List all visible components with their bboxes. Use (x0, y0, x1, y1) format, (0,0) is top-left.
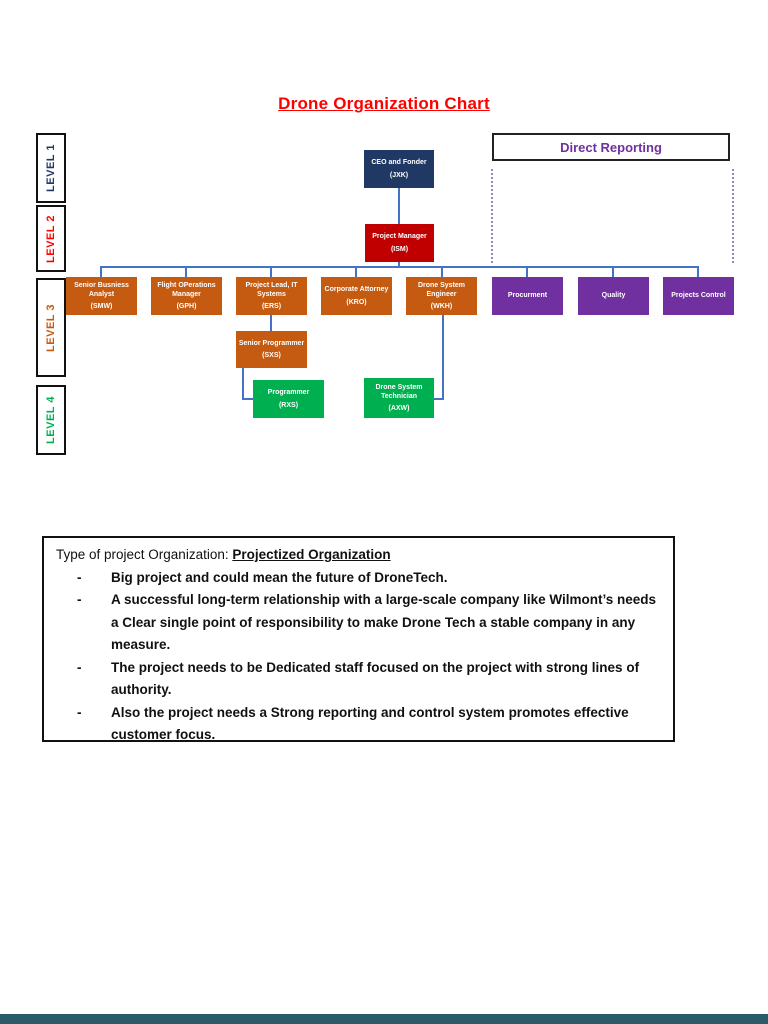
node-procurement: Procurment (492, 277, 563, 315)
node-drone-system-engineer: Drone System Engineer (WKH) (406, 277, 477, 315)
node-code: (SMW) (90, 303, 113, 311)
bullet-text: The project needs to be Dedicated staff … (111, 659, 640, 698)
connector-wkh-elbow-v (442, 315, 444, 400)
level-4-label: LEVEL 4 (36, 385, 66, 455)
dotted-reporting-line-right (732, 169, 734, 263)
connector-drop-1 (100, 266, 102, 277)
node-title: Quality (601, 292, 626, 300)
page-title: Drone Organization Chart (278, 94, 490, 113)
connector-sxs-elbow-h (242, 398, 253, 400)
node-title: Drone System Engineer (417, 281, 466, 298)
notes-heading-emphasis: Projectized Organization (232, 547, 391, 562)
node-code: (ISM) (390, 245, 409, 253)
node-title: CEO and Fonder (371, 159, 427, 167)
node-title: Project Manager (372, 233, 427, 241)
notes-heading-prefix: Type of project Organization: (56, 547, 233, 562)
note-bullet: - A successful long-term relationship wi… (56, 589, 661, 657)
notes-heading: Type of project Organization: Projectize… (56, 544, 661, 567)
bullet-marker: - (77, 569, 82, 585)
node-drone-system-technician: Drone System Technician (AXW) (364, 378, 434, 418)
node-flight-operations-manager: Flight OPerations Manager (GPH) (151, 277, 222, 315)
note-bullet: - Big project and could mean the future … (56, 567, 661, 590)
node-title: Projects Control (671, 292, 726, 300)
viewer-footer-bar (0, 1014, 768, 1024)
connector-ceo-pm (398, 188, 400, 225)
bullet-marker: - (77, 704, 82, 720)
node-projects-control: Projects Control (663, 277, 734, 315)
connector-drop-7 (612, 266, 614, 277)
notes-box: Type of project Organization: Projectize… (42, 536, 675, 742)
node-senior-programmer: Senior Programmer (SXS) (236, 331, 307, 368)
bullet-text: A successful long-term relationship with… (111, 592, 657, 652)
node-code: (AXW) (388, 405, 410, 413)
note-bullet: - The project needs to be Dedicated staf… (56, 657, 661, 702)
connector-wkh-elbow-h (434, 398, 444, 400)
node-programmer: Programmer (RXS) (253, 380, 324, 418)
node-code: (ERS) (261, 303, 282, 311)
level-1-label: LEVEL 1 (36, 133, 66, 203)
bullet-text: Big project and could mean the future of… (111, 569, 448, 585)
node-ceo: CEO and Fonder (JXK) (364, 150, 434, 188)
node-title: Senior Programmer (238, 339, 305, 347)
dotted-reporting-line-left (491, 169, 493, 263)
notes-bullet-list: - Big project and could mean the future … (56, 567, 661, 742)
node-code: (RXS) (278, 401, 299, 409)
node-title: Flight OPerations Manager (157, 281, 216, 298)
connector-drop-8 (697, 266, 699, 277)
node-quality: Quality (578, 277, 649, 315)
node-code: (SXS) (262, 352, 281, 359)
connector-drop-4 (355, 266, 357, 277)
bullet-marker: - (77, 659, 82, 675)
node-project-lead-it-systems: Project Lead, IT Systems (ERS) (236, 277, 307, 315)
bullet-marker: - (77, 592, 82, 607)
node-code: (KRO) (346, 298, 367, 306)
level-1-text: LEVEL 1 (45, 144, 57, 192)
node-title: Programmer (267, 389, 310, 397)
level-4-text: LEVEL 4 (45, 396, 57, 444)
connector-pm-bus (398, 262, 400, 268)
level-2-label: LEVEL 2 (36, 205, 66, 272)
node-code: (WKH) (430, 303, 453, 311)
level-3-label: LEVEL 3 (36, 278, 66, 377)
node-code: (GPH) (176, 303, 197, 311)
connector-sxs-elbow-v (242, 368, 244, 400)
node-code: (JXK) (389, 171, 409, 179)
connector-ers-sxs (270, 315, 272, 331)
level-2-text: LEVEL 2 (45, 214, 57, 263)
connector-drop-5 (441, 266, 443, 277)
direct-reporting-text: Direct Reporting (560, 139, 662, 155)
bullet-text: Also the project needs a Strong reportin… (111, 704, 629, 742)
node-title: Senior Busniess Analyst (74, 281, 129, 298)
connector-bus-line (101, 266, 699, 268)
node-title: Procurment (507, 292, 548, 300)
node-title: Drone System Technician (375, 383, 423, 400)
level-3-text: LEVEL 3 (45, 303, 57, 352)
direct-reporting-legend: Direct Reporting (492, 133, 730, 161)
node-corporate-attorney: Corporate Attorney (KRO) (321, 277, 392, 315)
note-bullet: Also the project needs a Strong reportin… (56, 702, 661, 742)
connector-drop-2 (185, 266, 187, 277)
connector-drop-6 (526, 266, 528, 277)
node-senior-business-analyst: Senior Busniess Analyst (SMW) (66, 277, 137, 315)
connector-drop-3 (270, 266, 272, 277)
node-title: Project Lead, IT Systems (245, 281, 298, 298)
node-project-manager: Project Manager (ISM) (365, 224, 434, 262)
node-title: Corporate Attorney (324, 286, 389, 294)
